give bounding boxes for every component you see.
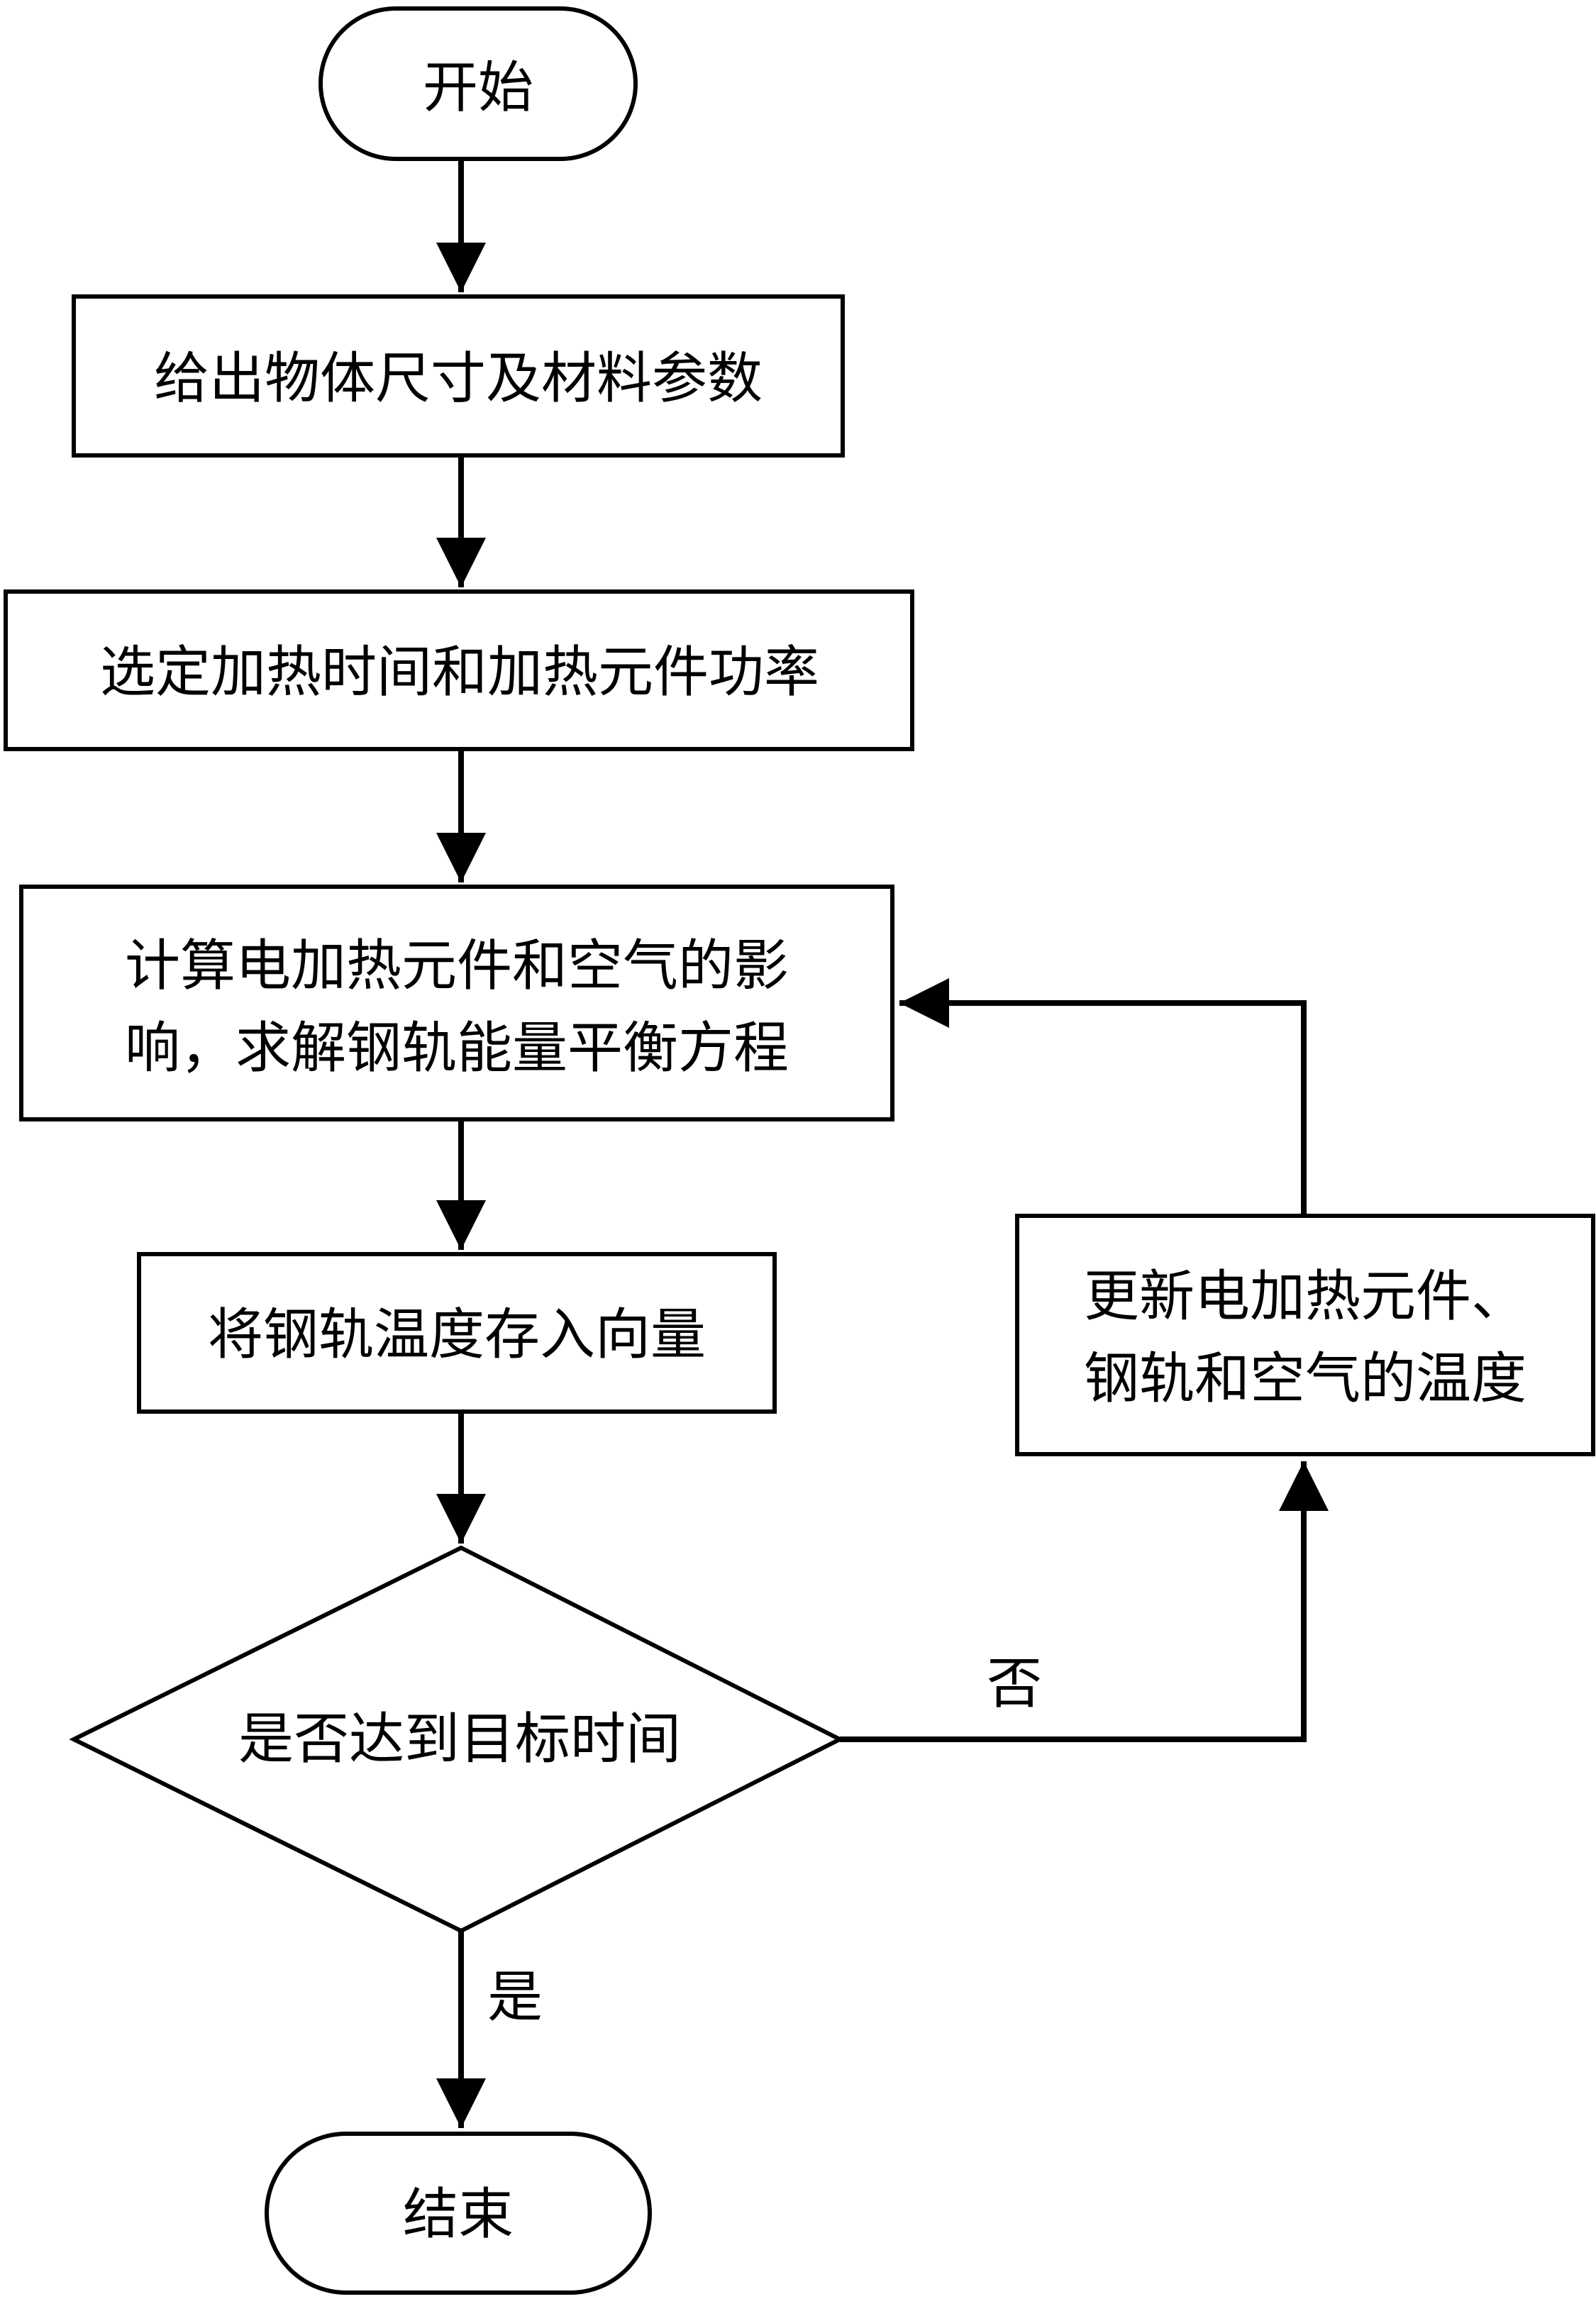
update-label-line2: 钢轨和空气的温度 [1084, 1347, 1526, 1411]
edge-label-no: 否 [987, 1652, 1042, 1716]
decision-label: 是否达到目标时间 [238, 1707, 681, 1771]
arrow-decision-no-to-update [840, 1461, 1329, 1742]
arrow-update-to-step3 [899, 978, 1307, 1216]
start-node: 开始 [318, 6, 638, 161]
update-label-line1: 更新电加热元件、 [1084, 1265, 1526, 1329]
decision-node: 是否达到目标时间 [69, 1545, 845, 1934]
step2-node: 选定加热时间和加热元件功率 [4, 589, 914, 751]
start-label: 开始 [423, 56, 533, 120]
end-shape [265, 2132, 652, 2295]
step2-label: 选定加热时间和加热元件功率 [100, 641, 819, 704]
start-shape [318, 6, 638, 161]
step4-label: 将钢轨温度存入向量 [208, 1303, 706, 1367]
step3-label-line1: 计算电加热元件和空气的影 [125, 934, 789, 998]
step3-box [19, 885, 894, 1121]
step1-node: 给出物体尺寸及材料参数 [72, 294, 845, 458]
end-node: 结束 [265, 2132, 652, 2295]
step3-node: 计算电加热元件和空气的影 响，求解钢轨能量平衡方程 [19, 885, 894, 1121]
update-node: 更新电加热元件、 钢轨和空气的温度 [1015, 1214, 1595, 1456]
step3-label-line2: 响，求解钢轨能量平衡方程 [125, 1016, 789, 1080]
end-label: 结束 [403, 2183, 514, 2247]
step4-box [137, 1252, 777, 1414]
step1-label: 给出物体尺寸及材料参数 [154, 347, 763, 411]
step4-node: 将钢轨温度存入向量 [137, 1252, 777, 1414]
edge-label-yes: 是 [487, 1966, 543, 2029]
step1-box [72, 294, 845, 458]
update-box [1015, 1214, 1595, 1456]
